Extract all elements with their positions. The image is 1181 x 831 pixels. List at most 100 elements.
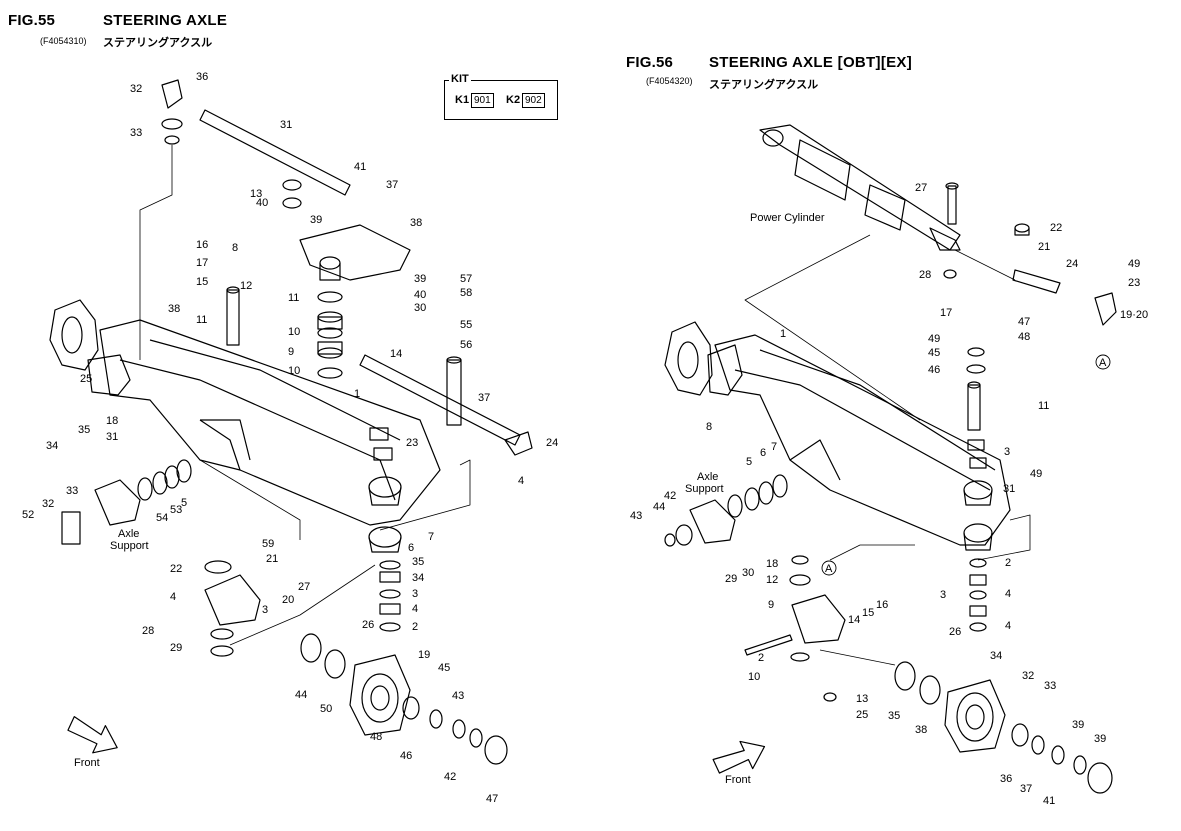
callout-number: 39 [414, 273, 426, 285]
fig55-knuckle [204, 574, 261, 626]
callout-number: 56 [460, 339, 472, 351]
callout-number: 9 [768, 599, 774, 611]
callout-number: 32 [130, 83, 142, 95]
callout-number: 10 [288, 326, 300, 338]
callout-number: 4 [412, 603, 418, 615]
callout-number: 17 [940, 307, 952, 319]
fig56-number: FIG.56 [626, 54, 674, 71]
callout-number: 35 [78, 424, 90, 436]
callout-number: 48 [370, 731, 382, 743]
callout-number: 33 [1044, 680, 1056, 692]
fig56-title: STEERING AXLE [OBT][EX] [709, 54, 913, 71]
callout-number: 5 [746, 456, 752, 468]
callout-number: 43 [452, 690, 464, 702]
kit-k1-code: 901 [471, 93, 494, 108]
kit-box [444, 80, 558, 120]
callout-number: 6 [408, 542, 414, 554]
callout-number: 3 [940, 589, 946, 601]
callout-number: 1 [780, 328, 786, 340]
fig56-jp-title: ステアリングアクスル [709, 79, 819, 91]
callout-number: 41 [1043, 795, 1055, 807]
callout-number: 35 [412, 556, 424, 568]
callout-number: 18 [766, 558, 778, 570]
fig56-left-hub [664, 321, 713, 396]
callout-number: 4 [518, 475, 524, 487]
callout-number: 34 [412, 572, 424, 584]
fig56-front-arrow [712, 740, 766, 774]
fig56-ref-a-2: A [825, 563, 833, 575]
fig55-bracket [299, 224, 411, 281]
fig56-power-cylinder [759, 124, 961, 251]
callout-number: 14 [848, 614, 860, 626]
callout-number: 28 [919, 269, 931, 281]
callout-number: 46 [928, 364, 940, 376]
callout-number: 38 [168, 303, 180, 315]
callout-number: 3 [412, 588, 418, 600]
fig56-drawing [664, 124, 1117, 794]
callout-number: 27 [915, 182, 927, 194]
callout-number: 59 [262, 538, 274, 550]
callout-number: 38 [410, 217, 422, 229]
callout-number: 7 [428, 531, 434, 543]
callout-number: 12 [240, 280, 252, 292]
callout-number: 4 [170, 591, 176, 603]
callout-number: 23 [406, 437, 418, 449]
callout-number: 4 [1005, 620, 1011, 632]
callout-number: 38 [915, 724, 927, 736]
callout-number: 16 [196, 239, 208, 251]
callout-number: 45 [928, 347, 940, 359]
callout-number: 22 [1050, 222, 1062, 234]
callout-number: 8 [232, 242, 238, 254]
kit-k2-code: 902 [522, 93, 545, 108]
callout-number: 31 [280, 119, 292, 131]
callout-number: 54 [156, 512, 168, 524]
callout-number: 50 [320, 703, 332, 715]
callout-number: 40 [256, 197, 268, 209]
callout-number: 49 [1030, 468, 1042, 480]
fig55-hub [349, 654, 411, 736]
callout-number: 49 [1128, 258, 1140, 270]
callout-number: 47 [486, 793, 498, 805]
callout-number: 36 [1000, 773, 1012, 785]
callout-number: 44 [295, 689, 307, 701]
fig56-front-label: Front [725, 774, 751, 786]
fig55-axle-beam [99, 319, 441, 526]
callout-number: 6 [760, 447, 766, 459]
callout-number: 34 [46, 440, 58, 452]
fig55-front-label: Front [74, 757, 100, 769]
callout-number: 43 [630, 510, 642, 522]
callout-number: 57 [460, 273, 472, 285]
fig55-code: (F4054310) [40, 36, 87, 46]
callout-number: 22 [170, 563, 182, 575]
callout-number: 20 [282, 594, 294, 606]
fig55-title: STEERING AXLE [103, 12, 228, 29]
callout-number: 15 [196, 276, 208, 288]
kit-k2-label: K2 [506, 94, 521, 106]
callout-number: 11 [1038, 400, 1049, 412]
callout-number: 53 [170, 504, 182, 516]
callout-number: 42 [444, 771, 456, 783]
callout-number: 13 [856, 693, 868, 705]
callout-number: 11 [288, 292, 299, 304]
callout-number: 12 [766, 574, 778, 586]
fig55-drawing [49, 79, 533, 765]
fig55-jp-title: ステアリングアクスル [103, 37, 213, 49]
callout-number: 7 [771, 441, 777, 453]
callout-number: 49 [928, 333, 940, 345]
fig56-axle-beam [714, 334, 1011, 546]
callout-number: 11 [196, 314, 207, 326]
callout-number: 5 [181, 497, 187, 509]
callout-number: 1 [354, 388, 360, 400]
callout-number: 33 [130, 127, 142, 139]
callout-number: 24 [546, 437, 558, 449]
callout-number: 21 [1038, 241, 1050, 253]
callout-number: 26 [949, 626, 961, 638]
callout-number: 31 [1003, 483, 1015, 495]
callout-number: 37 [1020, 783, 1032, 795]
callout-number: 58 [460, 287, 472, 299]
callout-number: 16 [876, 599, 888, 611]
callout-number: 32 [1022, 670, 1034, 682]
callout-number: 35 [888, 710, 900, 722]
